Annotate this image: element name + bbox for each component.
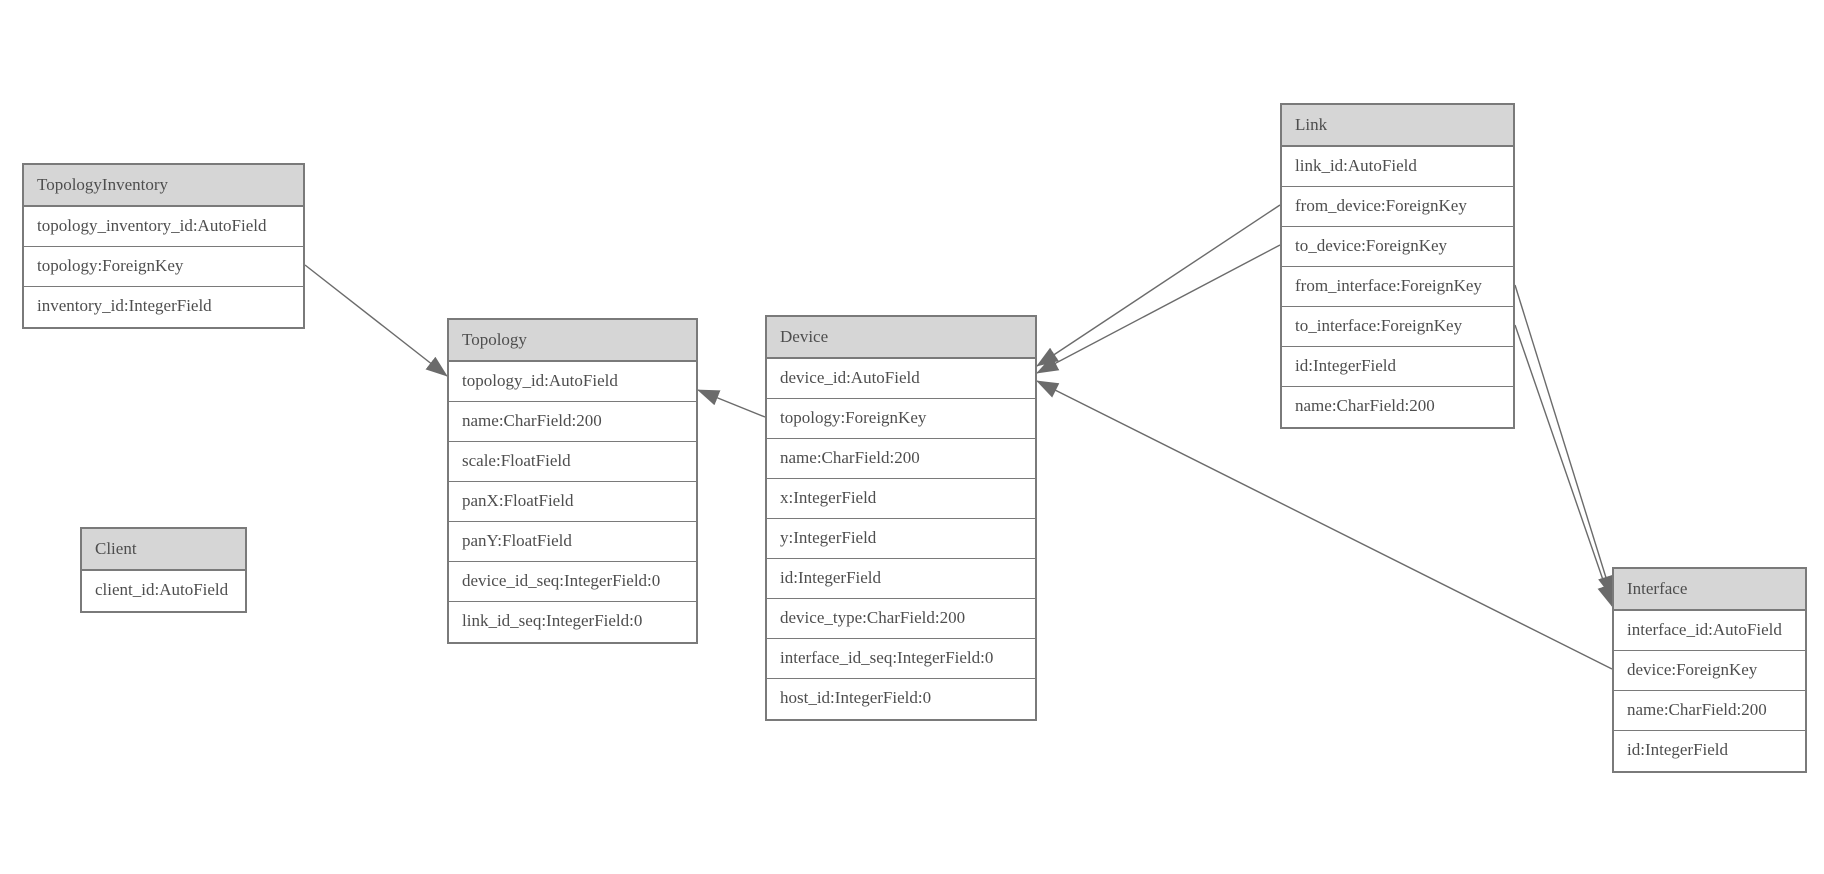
entity-device-title: Device: [767, 317, 1035, 359]
entity-interface-field-3: id:IntegerField: [1614, 731, 1805, 771]
entity-device-field-0: device_id:AutoField: [767, 359, 1035, 399]
entity-link-field-3: from_interface:ForeignKey: [1282, 267, 1513, 307]
edge-interface-device-to-device: [1036, 380, 1613, 670]
entity-link-field-6: name:CharField:200: [1282, 387, 1513, 427]
entity-device-field-7: interface_id_seq:IntegerField:0: [767, 639, 1035, 679]
entity-device-field-6: device_type:CharField:200: [767, 599, 1035, 639]
entity-device-field-5: id:IntegerField: [767, 559, 1035, 599]
edge-link-from_interface-to-interface: [1514, 284, 1614, 598]
entity-client-title: Client: [82, 529, 245, 571]
entity-client-field-0: client_id:AutoField: [82, 571, 245, 611]
entity-device-field-4: y:IntegerField: [767, 519, 1035, 559]
edge-link-to_interface-to-interface: [1514, 324, 1613, 607]
entity-topology-field-0: topology_id:AutoField: [449, 362, 696, 402]
entity-topologyinventory-field-2: inventory_id:IntegerField: [24, 287, 303, 327]
edge-link-to_device-to-device: [1036, 244, 1281, 374]
entity-topologyinventory-field-1: topology:ForeignKey: [24, 247, 303, 287]
entity-device-field-3: x:IntegerField: [767, 479, 1035, 519]
entity-interface-field-1: device:ForeignKey: [1614, 651, 1805, 691]
entity-device-field-1: topology:ForeignKey: [767, 399, 1035, 439]
entity-link-field-2: to_device:ForeignKey: [1282, 227, 1513, 267]
entity-link-field-1: from_device:ForeignKey: [1282, 187, 1513, 227]
edge-link-from_device-to-device: [1036, 204, 1281, 367]
entity-topology-field-1: name:CharField:200: [449, 402, 696, 442]
entity-topology-field-6: link_id_seq:IntegerField:0: [449, 602, 696, 642]
entity-device-field-2: name:CharField:200: [767, 439, 1035, 479]
entity-topology-field-3: panX:FloatField: [449, 482, 696, 522]
entity-interface-field-2: name:CharField:200: [1614, 691, 1805, 731]
entity-topology-title: Topology: [449, 320, 696, 362]
entity-topology-field-2: scale:FloatField: [449, 442, 696, 482]
edge-topologyinventory-topology-to-topology: [304, 264, 448, 377]
entity-link-field-0: link_id:AutoField: [1282, 147, 1513, 187]
entity-interface-title: Interface: [1614, 569, 1805, 611]
entity-device-field-8: host_id:IntegerField:0: [767, 679, 1035, 719]
entity-link-field-5: id:IntegerField: [1282, 347, 1513, 387]
entity-topologyinventory-title: TopologyInventory: [24, 165, 303, 207]
entity-topology-field-4: panY:FloatField: [449, 522, 696, 562]
entity-topology-field-5: device_id_seq:IntegerField:0: [449, 562, 696, 602]
entity-interface-field-0: interface_id:AutoField: [1614, 611, 1805, 651]
entity-topologyinventory-field-0: topology_inventory_id:AutoField: [24, 207, 303, 247]
entity-link-title: Link: [1282, 105, 1513, 147]
edge-device-topology-to-topology: [697, 389, 766, 418]
entity-link-field-4: to_interface:ForeignKey: [1282, 307, 1513, 347]
